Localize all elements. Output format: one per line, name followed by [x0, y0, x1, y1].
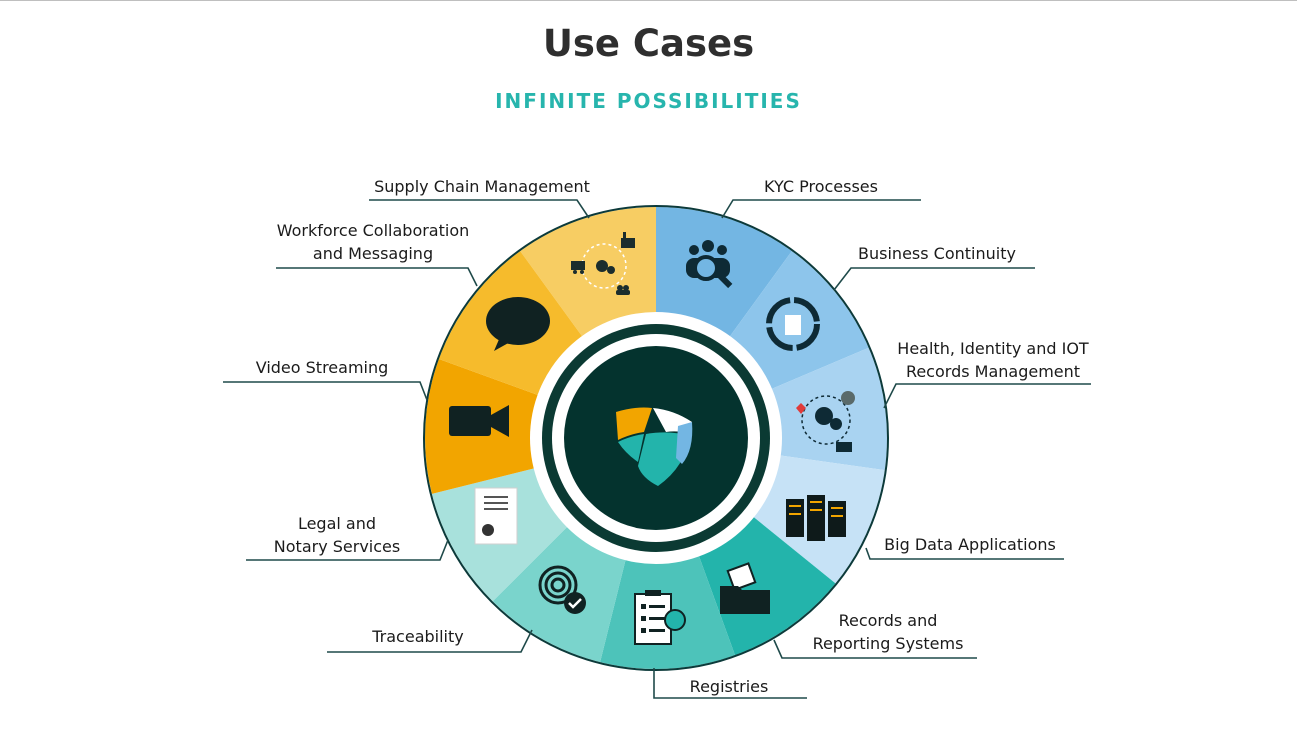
fingerprint-check-icon: [538, 565, 586, 614]
wheel-outer-border: [423, 205, 889, 671]
top-divider: [0, 0, 1297, 1]
checklist-clipboard-icon: [634, 590, 686, 645]
page-subtitle: INFINITE POSSIBILITIES: [495, 89, 802, 113]
shield-logo-icon: [616, 407, 693, 486]
leader-big-data: [865, 547, 1064, 560]
label-records-1: Records and: [838, 611, 938, 630]
leader-workforce: [276, 267, 478, 287]
label-business-continuity: Business Continuity: [858, 244, 1016, 263]
page-title: Use Cases: [542, 22, 755, 65]
label-big-data: Big Data Applications: [884, 535, 1056, 554]
label-kyc: KYC Processes: [764, 177, 878, 196]
leader-records: [773, 639, 977, 659]
label-health-1: Health, Identity and IOT: [897, 339, 1089, 358]
label-legal-1: Legal and: [297, 514, 377, 533]
kyc-people-search-icon: [686, 240, 733, 289]
notary-document-icon: [474, 487, 518, 545]
leader-business-continuity: [833, 267, 1035, 291]
label-health-2: Records Management: [905, 362, 1081, 381]
label-registries: Registries: [689, 677, 769, 696]
health-gears-icon: [796, 391, 855, 452]
folder-documents-icon: [720, 562, 770, 614]
leader-video: [223, 381, 428, 401]
cycle-building-icon: [766, 297, 820, 351]
leader-kyc: [721, 199, 921, 219]
label-records-2: Reporting Systems: [812, 634, 964, 653]
supply-chain-icon: [571, 232, 635, 295]
label-video: Video Streaming: [255, 358, 389, 377]
leader-health: [883, 383, 1091, 409]
video-camera-icon: [449, 405, 509, 437]
server-racks-icon: [786, 495, 846, 541]
chat-bubble-icon: [486, 297, 550, 351]
label-traceability: Traceability: [372, 627, 464, 646]
leader-traceability: [327, 629, 533, 653]
label-legal-2: Notary Services: [273, 537, 401, 556]
label-supply-chain: Supply Chain Management: [374, 177, 590, 196]
label-workforce-2: and Messaging: [312, 244, 434, 263]
leader-registries: [653, 668, 807, 699]
leader-legal: [246, 539, 449, 561]
label-workforce-1: Workforce Collaboration: [276, 221, 470, 240]
leader-supply-chain: [369, 199, 590, 219]
